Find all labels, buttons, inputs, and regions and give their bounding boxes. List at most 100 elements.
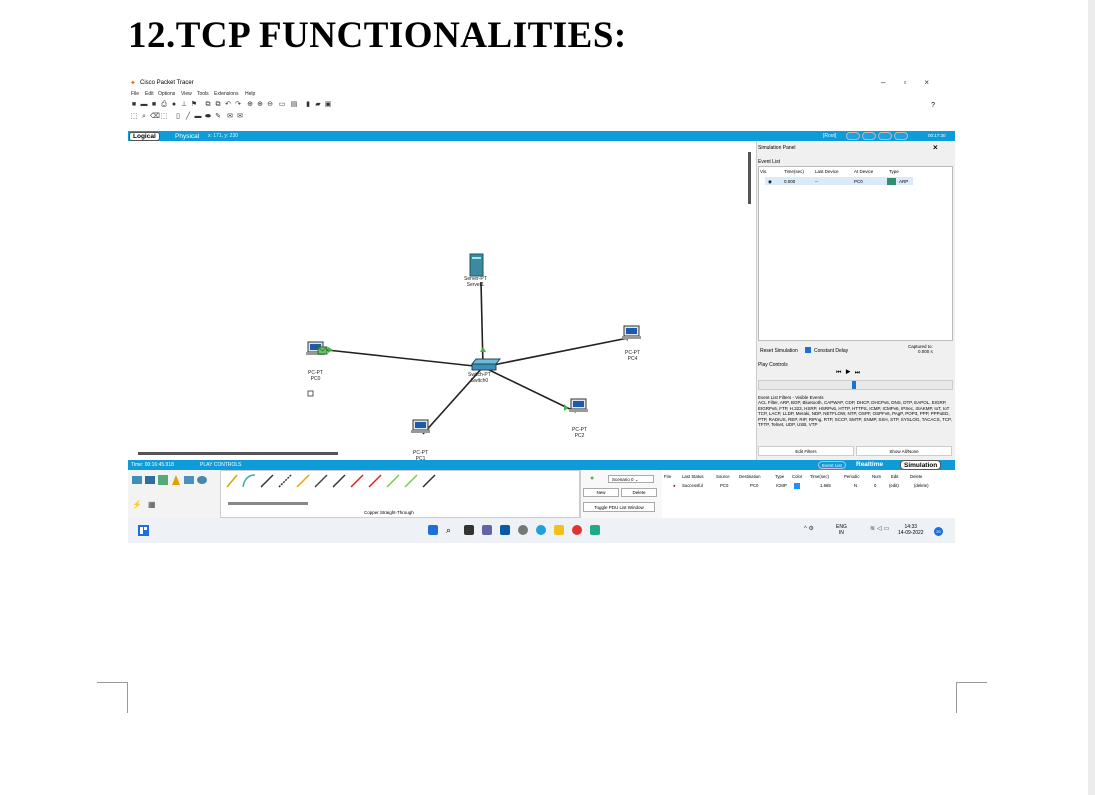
event-list-table[interactable] <box>758 166 953 341</box>
play-controls-bottom[interactable]: PLAY CONTROLS <box>200 462 242 468</box>
delete-scenario-button[interactable]: Delete <box>621 488 657 497</box>
zoom-reset-icon[interactable]: ⊕ <box>257 101 263 108</box>
notification-badge[interactable]: 20 <box>934 527 943 536</box>
delete-icon[interactable]: ⌫ <box>150 113 160 120</box>
close-icon[interactable]: × <box>933 143 938 152</box>
resize-icon[interactable]: ⬚ <box>160 113 168 120</box>
copy-icon[interactable]: ⧉ <box>205 101 211 108</box>
menu-tools[interactable]: Tools <box>197 91 209 97</box>
start-icon[interactable] <box>428 525 438 535</box>
info-icon[interactable]: ● <box>171 101 177 108</box>
rectangle-icon[interactable]: ▬ <box>194 113 202 120</box>
new-file-icon[interactable]: ■ <box>131 101 137 108</box>
wizard-icon[interactable]: ⊥ <box>180 101 188 108</box>
mail-icon[interactable] <box>500 525 510 535</box>
constant-delay-checkbox[interactable] <box>805 347 811 353</box>
tray-overflow-icon[interactable]: ^ ⚙ <box>804 526 814 532</box>
menu-view[interactable]: View <box>181 91 192 97</box>
network-info-icon[interactable]: ⚑ <box>190 101 198 108</box>
pdu-icon[interactable]: ▰ <box>315 101 321 108</box>
menu-options[interactable]: Options <box>158 91 176 97</box>
dell-icon[interactable] <box>518 525 528 535</box>
tab-logical[interactable]: Logical <box>129 132 160 141</box>
open-folder-icon[interactable]: ▬ <box>140 101 148 108</box>
chrome-icon[interactable] <box>572 525 582 535</box>
menu-edit[interactable]: Edit <box>145 91 154 97</box>
edge-icon[interactable] <box>536 525 546 535</box>
main-toolbar: ■ ▬ ■ ⎙ ● ⊥ ⚑ ⧉ ⧉ ↶ ↷ ⊕ ⊕ ⊖ ▭ ▤ ▮ ▰ ▣ <box>128 100 955 112</box>
wifi-volume-battery-icon[interactable]: ≋◁▭ <box>870 526 892 532</box>
cluster-icon[interactable]: ▮ <box>306 101 310 108</box>
fire-icon[interactable]: ● <box>673 483 676 488</box>
table-row[interactable] <box>765 177 913 185</box>
document-scrollbar[interactable] <box>1088 0 1095 795</box>
menu-extensions[interactable]: Extensions <box>214 91 239 97</box>
undo-icon[interactable]: ↶ <box>225 101 231 108</box>
add-complex-pdu-icon[interactable]: ✉ <box>237 113 243 120</box>
ellipse-icon[interactable]: ⬬ <box>205 113 211 120</box>
task-view-icon[interactable] <box>464 525 474 535</box>
tab-physical[interactable]: Physical <box>175 133 200 140</box>
eye-icon[interactable]: ◉ <box>768 179 772 184</box>
save-icon[interactable]: ■ <box>151 101 157 108</box>
widgets-icon[interactable] <box>138 525 149 536</box>
toggle-pdu-list-button[interactable]: Toggle PDU List Window <box>583 502 655 512</box>
pdu-edit-link[interactable]: (edit) <box>889 483 899 488</box>
viewport-toggle-3[interactable] <box>878 132 892 140</box>
image-icon[interactable]: ▣ <box>324 101 332 108</box>
drawing-palette-icon[interactable]: ▭ <box>278 101 286 108</box>
show-all-none-button[interactable]: Show All/None <box>856 446 952 456</box>
edit-filters-button[interactable]: Edit Filters <box>758 446 854 456</box>
packet-tracer-taskbar-icon[interactable] <box>590 525 600 535</box>
zoom-in-icon[interactable]: ⊕ <box>247 101 253 108</box>
connections-icon <box>172 475 180 485</box>
custom-device-icon[interactable]: ▤ <box>290 101 298 108</box>
select-icon[interactable]: ⬚ <box>130 113 138 120</box>
device-type-palette[interactable] <box>130 472 218 490</box>
topology-canvas[interactable] <box>128 142 748 460</box>
file-explorer-icon[interactable] <box>554 525 564 535</box>
redo-icon[interactable]: ↷ <box>235 101 241 108</box>
new-scenario-button[interactable]: New <box>583 488 619 497</box>
simulation-mode-button[interactable]: Simulation <box>900 460 942 470</box>
document-heading: 12.TCP FUNCTIONALITIES: <box>128 15 627 56</box>
print-icon[interactable]: ⎙ <box>161 101 167 108</box>
status-strip <box>128 460 955 470</box>
connection-types-palette[interactable] <box>220 470 580 518</box>
line-icon[interactable]: ╱ <box>185 113 191 120</box>
freeform-icon[interactable]: ✎ <box>215 113 221 120</box>
zoom-out-icon[interactable]: ⊖ <box>267 101 273 108</box>
palette-scrollbar[interactable] <box>228 502 308 505</box>
menu-file[interactable]: File <box>131 91 140 97</box>
menu-help[interactable]: Help <box>245 91 256 97</box>
viewport-toggle-2[interactable] <box>862 132 876 140</box>
play-buttons[interactable]: ⏮▶⏭ <box>836 370 865 376</box>
viewport-toggle-4[interactable] <box>894 132 908 140</box>
add-simple-pdu-icon[interactable]: ✉ <box>227 113 233 120</box>
workspace-horizontal-scrollbar[interactable] <box>138 452 338 455</box>
search-icon[interactable]: ⌕ <box>446 525 452 535</box>
pdu-list-table[interactable] <box>662 470 955 518</box>
inspect-icon[interactable]: ⌕ <box>142 113 146 120</box>
viewport-toggle-1[interactable] <box>846 132 860 140</box>
lightning-icon[interactable]: ⚡ <box>132 500 142 509</box>
pdu-delete-link[interactable]: (delete) <box>914 483 929 488</box>
root-breadcrumb[interactable]: [Root] <box>823 133 837 139</box>
help-button[interactable]: ? <box>931 102 935 109</box>
window-controls[interactable]: –▫× <box>881 78 947 87</box>
paste-icon[interactable]: ⧉ <box>215 101 221 108</box>
workspace-vertical-scrollbar[interactable] <box>748 152 751 204</box>
reset-simulation-button[interactable]: Reset Simulation <box>760 348 798 354</box>
event-list-button[interactable]: Event List <box>818 461 846 469</box>
realtime-mode-button[interactable]: Realtime <box>856 461 884 468</box>
teams-icon[interactable] <box>482 525 492 535</box>
pc4-icon <box>622 325 641 339</box>
grid-icon[interactable]: ▦ <box>148 500 156 509</box>
scenario-status-icon: ● <box>590 475 595 482</box>
note-icon[interactable]: ▯ <box>176 113 180 120</box>
scenario-select[interactable]: Scenario 0 ⌄ <box>608 475 654 483</box>
slider-thumb[interactable] <box>852 381 856 389</box>
